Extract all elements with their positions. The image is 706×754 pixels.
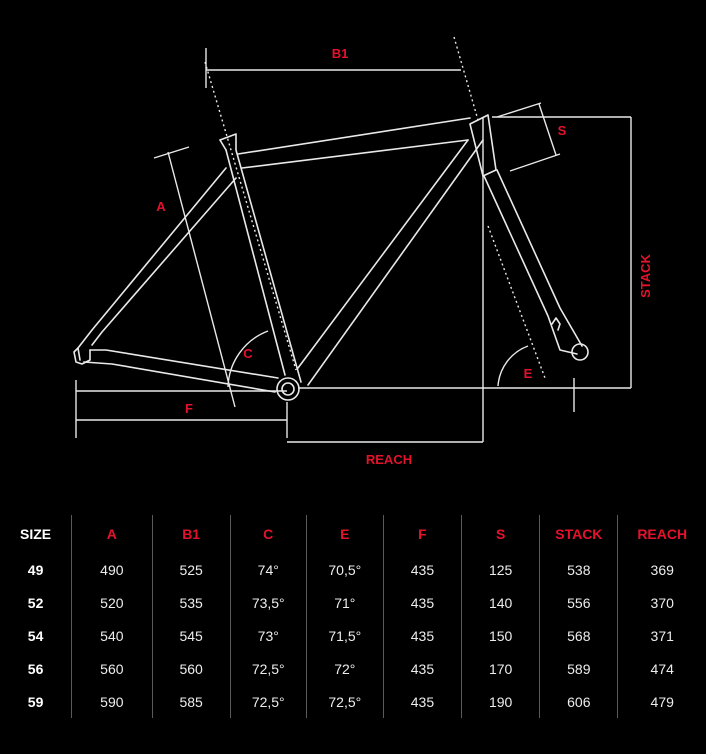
- label-b1: B1: [332, 46, 349, 61]
- c-angle: C: [227, 330, 269, 388]
- cell: 125: [461, 553, 540, 586]
- cell-size: 49: [27, 561, 44, 578]
- table-row: 59 590 585 72,5° 72,5° 435 190 606 479: [0, 685, 706, 718]
- b1-dimension: B1: [204, 36, 479, 371]
- cell: 589: [539, 652, 618, 685]
- cell: 535: [151, 586, 231, 619]
- cell: 370: [617, 586, 706, 619]
- cell: 435: [382, 652, 462, 685]
- table-header-row: SIZE A B1 C E F S STACK REACH: [0, 515, 706, 553]
- table-row: 56 560 560 72,5° 72° 435 170 589 474: [0, 652, 706, 685]
- cell: 74°: [229, 553, 307, 586]
- cell: 490: [71, 553, 153, 586]
- stack-dimension: STACK: [298, 116, 653, 389]
- header-size: SIZE: [20, 526, 52, 542]
- cell: 140: [461, 586, 540, 619]
- header-e: E: [305, 515, 384, 553]
- label-a: A: [156, 199, 166, 214]
- cell: 556: [539, 586, 618, 619]
- header-s: S: [461, 515, 540, 553]
- label-stack: STACK: [638, 253, 653, 297]
- label-f: F: [185, 401, 193, 416]
- frame-geometry-diagram: B1 A S STACK F REACH C: [73, 36, 653, 467]
- cell: 435: [382, 685, 462, 718]
- f-dimension: F: [75, 380, 288, 438]
- table-row: 54 540 545 73° 71,5° 435 150 568 371: [0, 619, 706, 652]
- cell: 474: [617, 652, 706, 685]
- header-c: C: [229, 515, 307, 553]
- cell-size: 54: [27, 627, 44, 644]
- cell: 590: [71, 685, 153, 718]
- cell: 72,5°: [229, 685, 307, 718]
- cell: 70,5°: [305, 553, 384, 586]
- cell-size: 52: [27, 594, 44, 611]
- cell-size: 56: [27, 660, 44, 677]
- table-row: 52 520 535 73,5° 71° 435 140 556 370: [0, 586, 706, 619]
- label-s: S: [558, 123, 567, 138]
- cell: 435: [382, 586, 462, 619]
- cell: 525: [151, 553, 231, 586]
- cell: 150: [461, 619, 540, 652]
- label-reach: REACH: [366, 452, 412, 467]
- cell: 560: [151, 652, 231, 685]
- cell: 170: [461, 652, 540, 685]
- cell: 369: [617, 553, 706, 586]
- cell: 585: [151, 685, 231, 718]
- cell: 540: [71, 619, 153, 652]
- cell: 72,5°: [305, 685, 384, 718]
- cell: 435: [382, 553, 462, 586]
- cell-size: 59: [27, 693, 44, 710]
- cell: 71,5°: [305, 619, 384, 652]
- cell: 71°: [305, 586, 384, 619]
- cell: 479: [617, 685, 706, 718]
- bike-frame: [73, 114, 589, 412]
- cell: 606: [539, 685, 618, 718]
- table-row: 49 490 525 74° 70,5° 435 125 538 369: [0, 553, 706, 586]
- cell: 72°: [305, 652, 384, 685]
- header-a: A: [71, 515, 153, 553]
- cell: 371: [617, 619, 706, 652]
- cell: 190: [461, 685, 540, 718]
- s-dimension: S: [496, 102, 567, 172]
- cell: 568: [539, 619, 618, 652]
- a-dimension: A: [153, 146, 236, 408]
- cell: 435: [382, 619, 462, 652]
- reach-dimension: REACH: [287, 117, 484, 467]
- header-stack: STACK: [539, 515, 618, 553]
- geometry-table: SIZE A B1 C E F S STACK REACH 49 490 525…: [0, 515, 706, 718]
- header-b1: B1: [151, 515, 231, 553]
- label-e: E: [524, 366, 533, 381]
- cell: 520: [71, 586, 153, 619]
- e-angle: E: [487, 225, 546, 387]
- cell: 560: [71, 652, 153, 685]
- header-f: F: [382, 515, 462, 553]
- label-c: C: [243, 346, 253, 361]
- cell: 538: [539, 553, 618, 586]
- cell: 72,5°: [229, 652, 307, 685]
- cell: 73,5°: [229, 586, 307, 619]
- header-reach: REACH: [617, 515, 706, 553]
- cell: 73°: [229, 619, 307, 652]
- cell: 545: [151, 619, 231, 652]
